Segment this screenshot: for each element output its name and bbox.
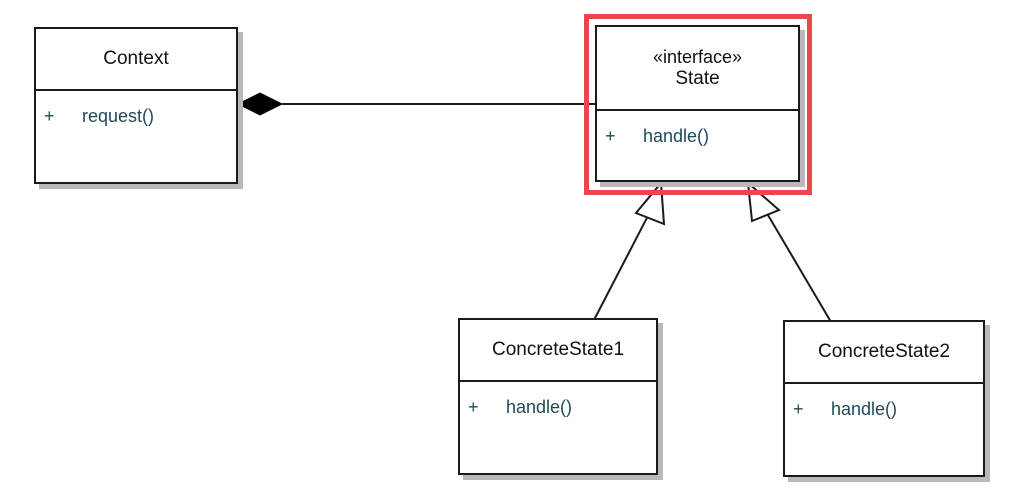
interface-state-name: State (675, 68, 720, 89)
operation-handle: + handle() (793, 398, 983, 420)
operation-name: handle() (831, 399, 898, 419)
highlight-box (584, 14, 812, 195)
realization-line-1 (593, 209, 652, 321)
interface-state[interactable]: «interface» State + handle() (595, 25, 800, 182)
operation-name: request() (82, 106, 155, 126)
operation-handle: + handle() (468, 396, 656, 418)
class-concrete-state-1-operations: + handle() (460, 382, 656, 418)
interface-state-operations: + handle() (597, 111, 798, 147)
class-context-name: Context (103, 48, 169, 69)
visibility-marker: + (468, 397, 479, 417)
visibility-marker: + (793, 399, 804, 419)
class-concrete-state-1-header: ConcreteState1 (460, 320, 656, 382)
interface-state-header: «interface» State (597, 27, 798, 111)
visibility-marker: + (44, 106, 55, 126)
class-context-operations: + request() (36, 91, 236, 127)
realization-line-2 (764, 209, 832, 323)
operation-handle: + handle() (605, 125, 798, 147)
class-concrete-state-2-operations: + handle() (785, 384, 983, 420)
class-concrete-state-2-name: ConcreteState2 (817, 341, 951, 362)
operation-name: handle() (643, 126, 710, 146)
class-context-header: Context (36, 29, 236, 91)
class-concrete-state-2-header: ConcreteState2 (785, 322, 983, 384)
stereotype-label: «interface» (652, 47, 743, 67)
visibility-marker: + (605, 126, 616, 146)
composition-diamond (236, 92, 284, 116)
class-concrete-state-1-name: ConcreteState1 (491, 339, 625, 360)
class-concrete-state-1[interactable]: ConcreteState1 + handle() (458, 318, 658, 475)
operation-name: handle() (506, 397, 573, 417)
operation-request: + request() (44, 105, 236, 127)
class-context[interactable]: Context + request() (34, 27, 238, 184)
class-concrete-state-2[interactable]: ConcreteState2 + handle() (783, 320, 985, 477)
